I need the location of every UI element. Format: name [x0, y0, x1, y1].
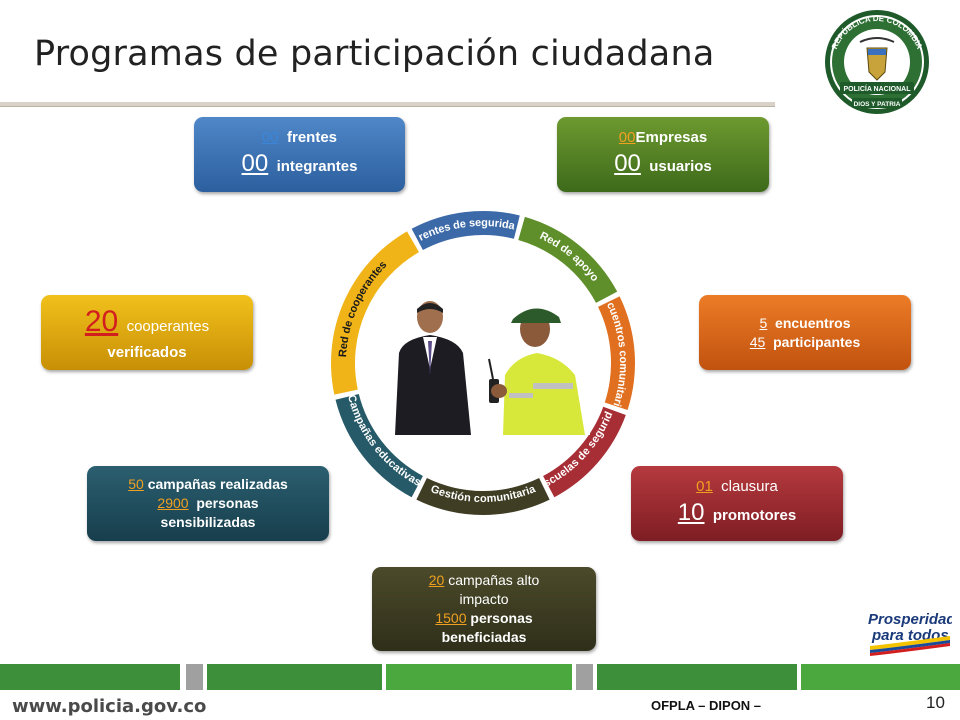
- footer-url[interactable]: www.policia.gov.co: [12, 696, 207, 717]
- page-number: 10: [926, 693, 945, 712]
- footer-org: OFPLA – DIPON –: [651, 698, 762, 713]
- integrantes-label: integrantes: [276, 158, 358, 176]
- beneficiadas-personas-label: personas: [470, 610, 533, 626]
- ring-segment-red_apoyo: [518, 216, 618, 303]
- footer-color-bar: [0, 664, 960, 690]
- prosperidad-para-todos-logo: Prosperidad para todos: [868, 611, 952, 656]
- ring-segment-gestion: [416, 478, 550, 515]
- campanas-label: campañas realizadas: [147, 476, 288, 493]
- box-campanas-educativas: 50 campañas realizadas 2900 personas sen…: [87, 466, 329, 541]
- ring-segment-frentes: [411, 211, 520, 250]
- campanas-count: 50: [128, 476, 144, 493]
- police-seal-logo: REPÚBLICA DE COLOMBIA POLICÍA NACIONAL D…: [825, 10, 929, 114]
- bar-segment: [597, 664, 797, 690]
- box-encuentros-comunitarios: 5 encuentros 45 participantes: [699, 295, 911, 370]
- participantes-label: participantes: [773, 333, 861, 350]
- bar-segment: [576, 664, 593, 690]
- frentes-integrantes-count: 00: [241, 150, 269, 178]
- title-divider: [0, 102, 775, 107]
- prosperidad-line1: Prosperidad: [868, 611, 952, 628]
- verificados-label: verificados: [107, 343, 187, 361]
- clausura-label: clausura: [721, 478, 778, 496]
- bar-segment: [801, 664, 960, 690]
- impacto-label: impacto: [459, 591, 509, 608]
- clausura-count: 01: [696, 478, 713, 496]
- personas-label: personas: [196, 495, 259, 512]
- bar-segment: [186, 664, 203, 690]
- police-officer-figure: [488, 308, 585, 435]
- ring-segment-campanas: [335, 393, 423, 498]
- promotores-count: 10: [677, 499, 705, 527]
- alto-impacto-label: campañas alto: [448, 572, 540, 589]
- ring-segment-red_coop: [331, 231, 419, 395]
- bar-segment: [0, 664, 180, 690]
- box-red-cooperantes: 20 cooperantes verificados: [41, 295, 253, 370]
- usuarios-count: 00: [614, 150, 641, 178]
- cooperantes-label: cooperantes: [126, 318, 210, 336]
- empresas-label: Empresas: [635, 129, 708, 147]
- seal-mid-text: POLICÍA NACIONAL: [843, 84, 911, 93]
- alto-impacto-count: 20: [428, 572, 445, 589]
- box-escuelas-seguridad: 01 clausura 10 promotores: [631, 466, 843, 541]
- suited-man-figure: [395, 301, 471, 435]
- box-red-apoyo: 00Empresas 00 usuarios: [557, 117, 769, 192]
- ring-segment-encuentros: [598, 296, 635, 410]
- bar-segment: [207, 664, 382, 690]
- personas-count: 2900: [157, 495, 189, 512]
- beneficiadas-count: 1500: [435, 610, 467, 626]
- officers-photo: [385, 295, 590, 435]
- beneficiadas-label: beneficiadas: [441, 628, 527, 645]
- ring-segment-escuelas: [543, 406, 626, 498]
- encuentros-count: 5: [759, 314, 768, 331]
- box-gestion-comunitaria: 20 campañas alto impacto 1500 personas b…: [372, 567, 596, 651]
- encuentros-label: encuentros: [775, 314, 851, 331]
- empresas-count: 00: [618, 129, 636, 147]
- ring-segments: [331, 211, 635, 515]
- sensibilizadas-label: sensibilizadas: [160, 513, 256, 530]
- promotores-label: promotores: [712, 507, 797, 525]
- seal-bottom-text: DIOS Y PATRIA: [854, 101, 901, 108]
- usuarios-label: usuarios: [649, 158, 712, 176]
- frentes-label: frentes: [287, 129, 338, 147]
- cooperantes-count: 20: [84, 305, 119, 339]
- participantes-count: 45: [749, 333, 766, 350]
- bar-segment: [386, 664, 572, 690]
- frentes-count: 00: [261, 129, 279, 147]
- box-frentes-seguridad: 00 frentes 00 integrantes: [194, 117, 405, 192]
- page-title: Programas de participación ciudadana: [34, 34, 715, 74]
- programs-ring-diagram: Frentes de seguridadRed de apoyoEncuentr…: [318, 205, 635, 515]
